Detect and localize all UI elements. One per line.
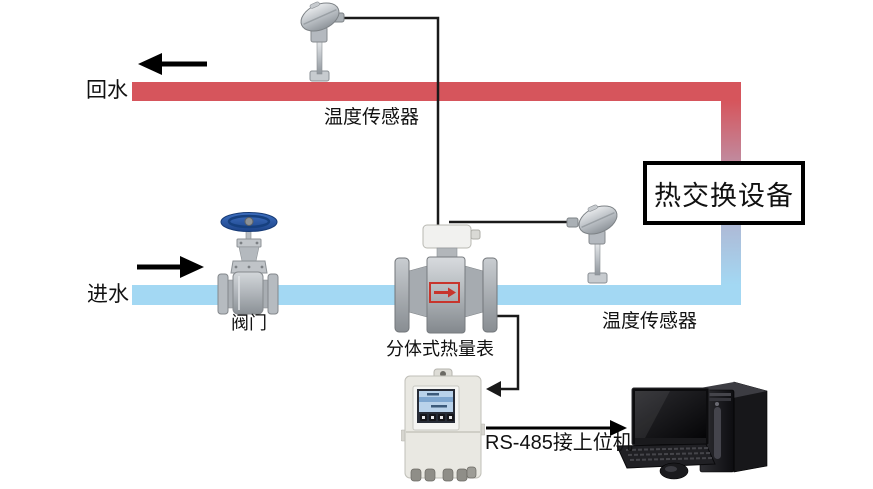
temp-sensor-bottom-icon bbox=[566, 204, 618, 284]
flow-meter-icon bbox=[394, 224, 498, 334]
valve-label: 阀门 bbox=[231, 313, 267, 333]
temp-sensor-top-icon bbox=[300, 1, 345, 82]
converter-icon bbox=[401, 368, 485, 482]
return-water-pipe bbox=[132, 82, 741, 101]
converter-cable-glands bbox=[410, 466, 477, 482]
flow-direction-plate bbox=[429, 282, 460, 303]
valve-icon bbox=[217, 212, 279, 315]
heat-meter-label: 分体式热量表 bbox=[386, 339, 494, 359]
flow-direction-arrow-icon bbox=[434, 287, 456, 298]
heat-exchanger-box: 热交换设备 bbox=[643, 161, 805, 225]
converter-buttons bbox=[420, 414, 454, 421]
computer-icon bbox=[616, 381, 768, 480]
heat-exchanger-label: 热交换设备 bbox=[654, 180, 794, 211]
supply-water-label: 进水 bbox=[87, 283, 129, 306]
temp-sensor-top-label: 温度传感器 bbox=[324, 107, 420, 128]
rs485-link-label: RS-485接上位机 bbox=[485, 432, 633, 454]
return-water-label: 回水 bbox=[86, 79, 128, 102]
meter-junction-box bbox=[422, 224, 472, 249]
temp-sensor-bottom-label: 温度传感器 bbox=[602, 311, 698, 332]
